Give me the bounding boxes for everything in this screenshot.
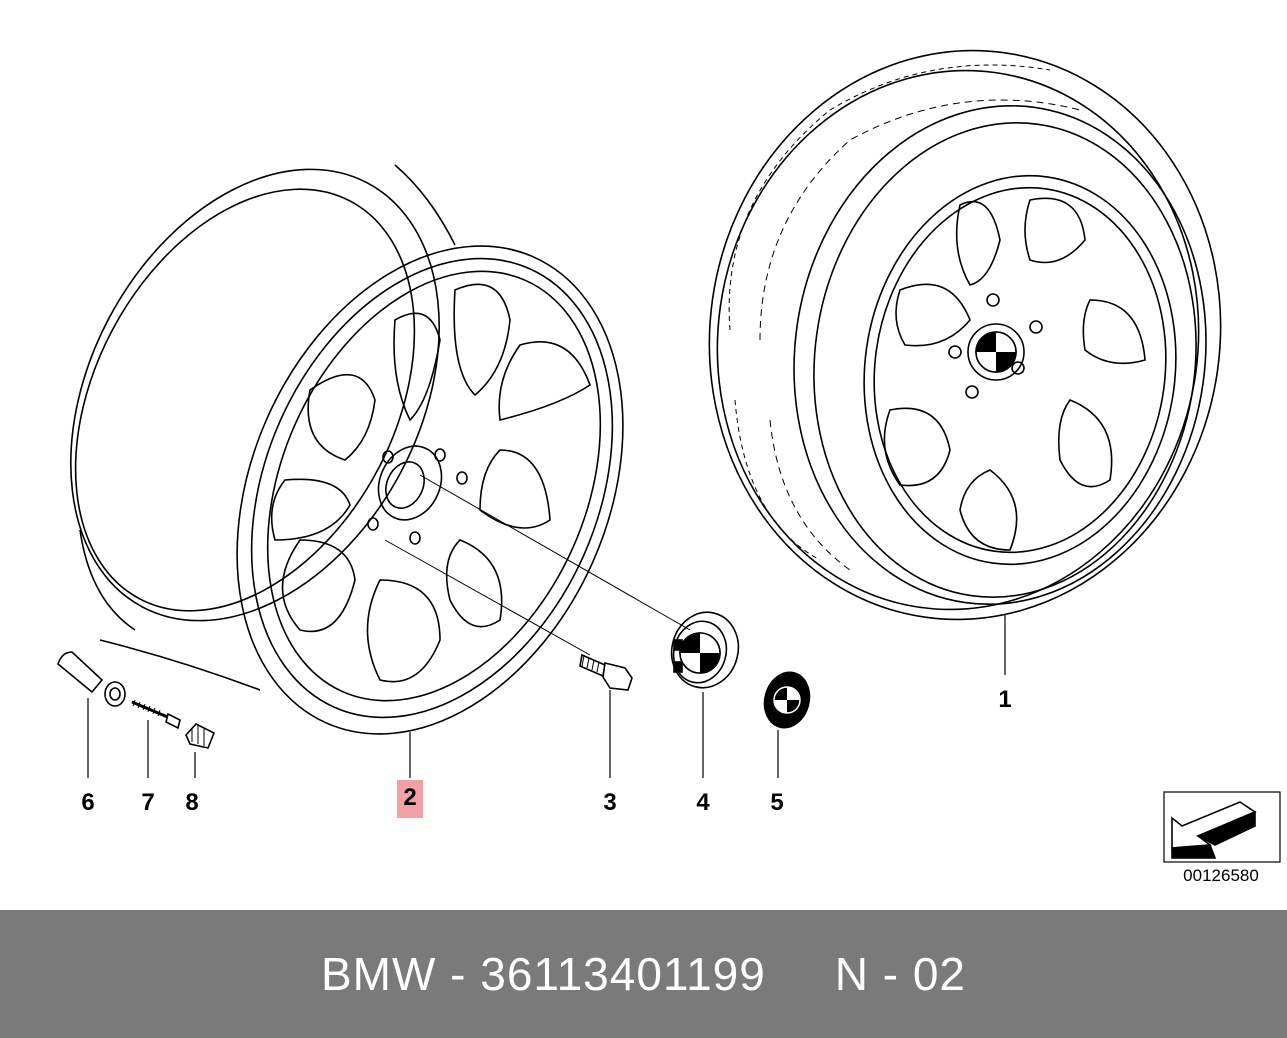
hub-cap-icon [670,611,740,778]
callout-4: 4 [696,789,710,816]
part-number-text: BMW - 36113401199 N - 02 [320,948,967,1000]
callout-1: 1 [998,686,1012,713]
valve-icon [57,651,126,778]
part-number-footer: BMW - 36113401199 N - 02 [0,910,1287,1038]
callout-8: 8 [185,789,199,816]
diagram-reference-number: 00126580 [1183,866,1259,885]
orientation-arrow-icon [1163,791,1281,863]
wheel-rim-drawing [70,164,691,778]
callout-5: 5 [770,789,784,816]
wheel-bolt-icon [579,653,633,778]
callout-6: 6 [81,789,95,816]
callout-3: 3 [603,789,617,816]
emblem-icon [763,671,811,778]
valve-cap-icon [185,723,216,778]
complete-wheel-drawing [708,49,1222,675]
callout-7: 7 [141,789,155,816]
valve-core-icon [131,699,181,778]
parts-diagram [57,49,1281,863]
callout-2-highlighted: 2 [397,780,423,818]
